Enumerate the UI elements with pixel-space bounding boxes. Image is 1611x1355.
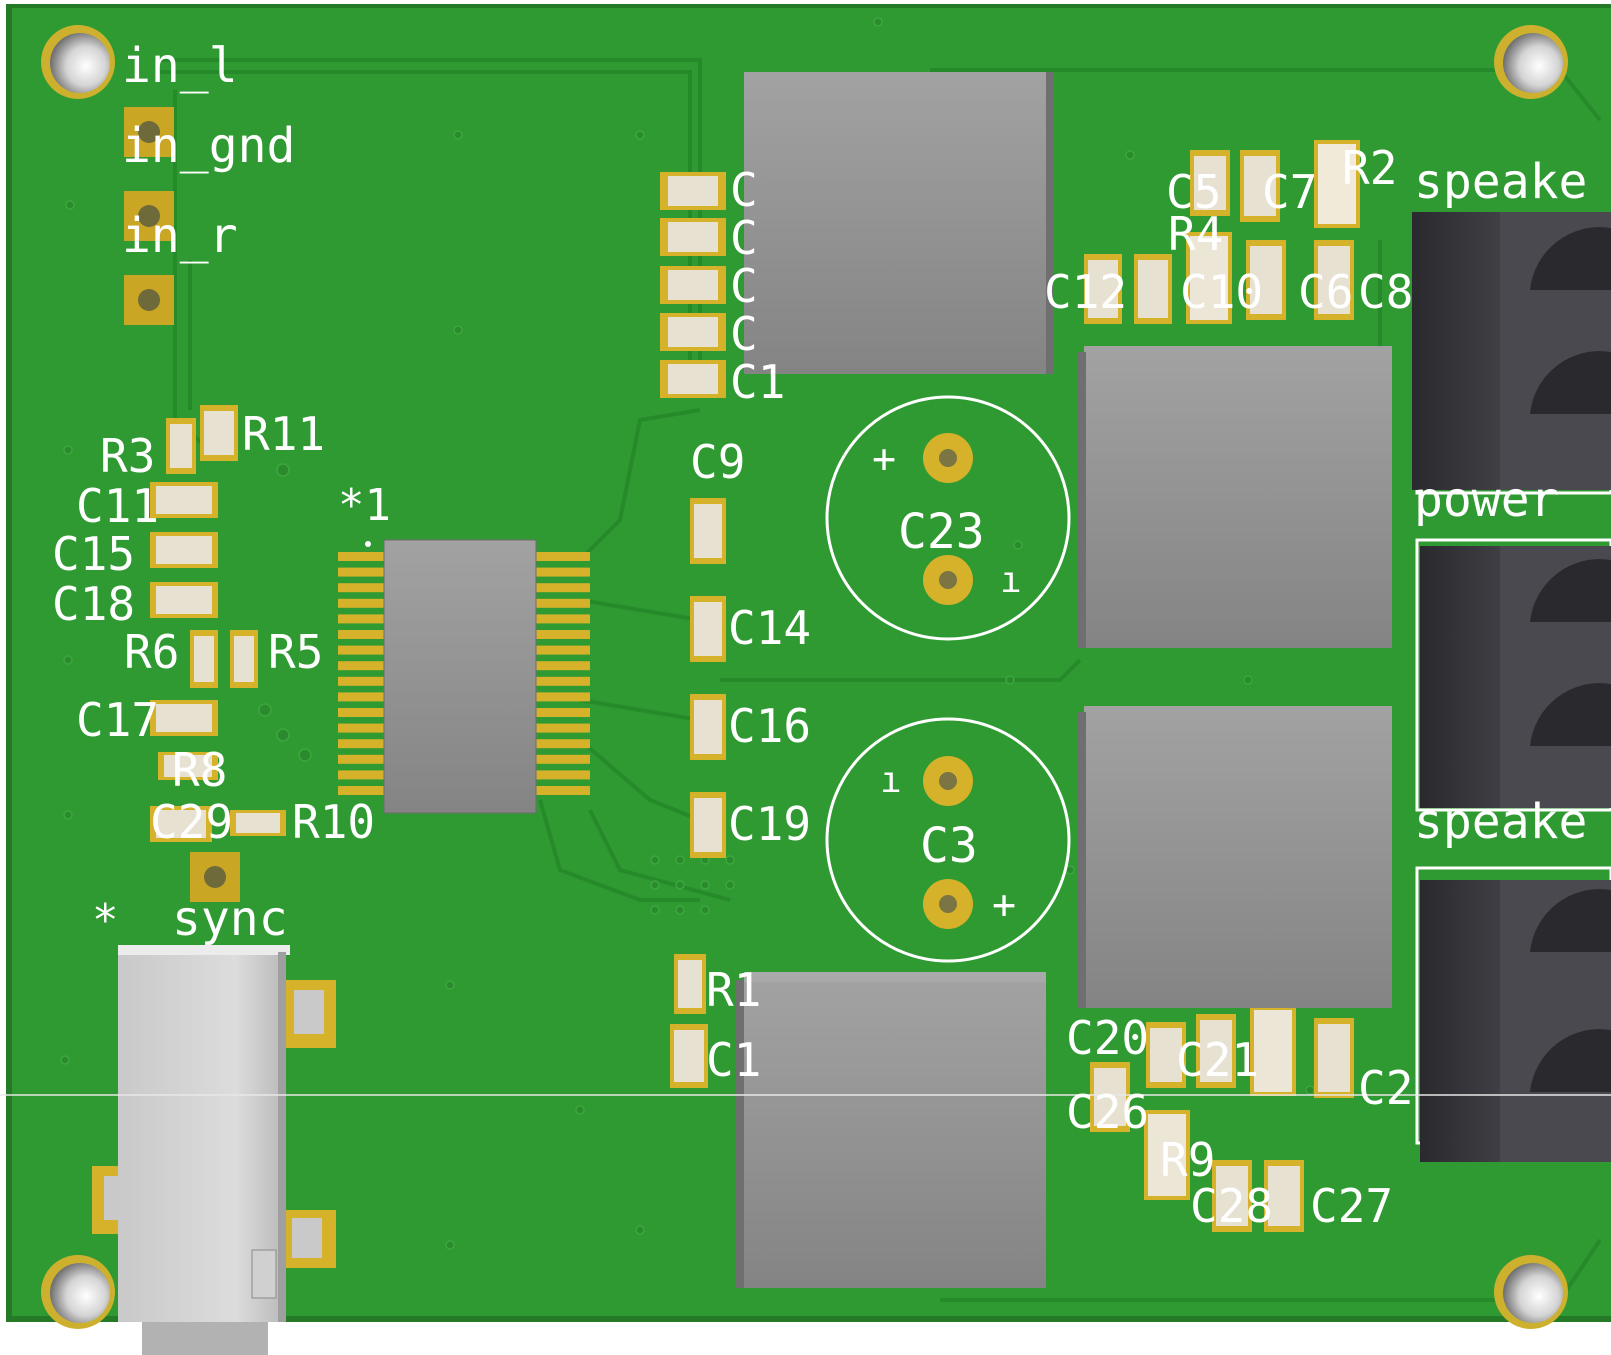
ref-c26: C26 [1066,1085,1149,1139]
input-header-pads [124,107,240,902]
c23-plus: + [872,436,896,482]
ic-pin [338,770,386,780]
ref-c-col3: C [730,259,758,313]
ic-u1 [338,539,590,814]
label-in-l: in_l [122,38,238,94]
ref-c1: C1 [706,1033,761,1087]
ic-pin [338,552,386,561]
silkscreen-labels: in_l in_gnd in_r * sync *1 speake power … [52,38,1587,1233]
ref-c5: C5 [1166,165,1221,219]
electrolytic-capacitors [825,395,1071,963]
ic-pin [338,692,386,702]
ic-pin [534,770,590,780]
power-components [736,72,1392,1288]
ic-pin [534,676,590,686]
ref-c11: C11 [76,479,159,533]
label-power: power [1414,472,1559,528]
ref-r10: R10 [292,795,375,849]
ic-pin [534,692,590,702]
ic-pin [534,630,590,639]
ic-pin [534,739,590,749]
ref-c15: C15 [52,527,135,581]
ic-pin [338,676,386,686]
ref-c28: C28 [1190,1179,1273,1233]
ref-c-col4: C [730,307,758,361]
ref-c23: C23 [898,504,985,560]
mounting-holes [41,25,1568,1329]
ic-pin [338,630,386,639]
ref-c8: C8 [1358,265,1413,319]
ref-c3: C3 [920,818,978,874]
ref-c-col2: C [730,211,758,265]
label-in-gnd: in_gnd [122,118,295,174]
ic-pin [338,614,386,624]
ic-pin [534,708,590,717]
ref-r6: R6 [124,625,179,679]
ref-c20: C20 [1066,1011,1149,1065]
smd-components [150,140,1360,1232]
ref-c17: C17 [76,693,159,747]
ic-pin [534,786,590,795]
right-connectors [1412,212,1611,1162]
ic-pin [534,645,590,655]
ref-c14: C14 [728,601,811,655]
ref-r9: R9 [1160,1133,1215,1187]
ref-r3: R3 [100,429,155,483]
ic-pin [338,754,386,764]
ic-pin [338,567,386,577]
audio-jack [92,945,336,1355]
ic-pin [338,583,386,593]
ref-c7: C7 [1262,165,1317,219]
ic-pin [534,723,590,733]
ref-r8: R8 [172,743,227,797]
ic-pin [534,754,590,764]
ic-pin [534,552,590,561]
c23-minus: ı [1000,560,1022,601]
ref-c27: C27 [1310,1179,1393,1233]
ref-c10: C10 [1180,265,1263,319]
ref-r1: R1 [706,963,761,1017]
ref-c19: C19 [728,797,811,851]
ic-pin [338,786,386,795]
label-star: * [92,895,119,946]
ic-pin [534,661,590,671]
ic-pin [534,583,590,593]
c3-minus: ı [880,760,902,801]
ref-c12: C12 [1044,265,1127,319]
ref-c21: C21 [1176,1033,1259,1087]
ref-c9: C9 [690,435,745,489]
ref-r5: R5 [268,625,323,679]
electrolytic-pads [923,433,973,929]
label-sync: sync [172,891,288,947]
ic-pin [338,661,386,671]
label-speaker-top: speake [1414,154,1587,210]
ref-c18: C18 [52,577,135,631]
ref-c-col1: C [730,163,758,217]
ic-pin [338,645,386,655]
label-u1-ref: *1 [338,480,391,531]
ref-r11: R11 [242,407,325,461]
ic-pin [338,708,386,717]
ic-pin [534,567,590,577]
ref-c2: C2 [1358,1061,1413,1115]
ref-r2: R2 [1342,141,1397,195]
label-in-r: in_r [122,208,238,264]
ref-c16: C16 [728,699,811,753]
ic-pin [534,598,590,608]
ic-pin [338,723,386,733]
ref-c29: C29 [150,795,233,849]
c3-plus: + [992,882,1016,928]
ref-c6: C6 [1298,265,1353,319]
label-speaker-bottom: speake [1414,794,1587,850]
ref-c-col5: C1 [730,355,785,409]
ic-pin [338,598,386,608]
ref-r4: R4 [1168,207,1223,261]
ic-pin [534,614,590,624]
ic-pin [338,739,386,749]
